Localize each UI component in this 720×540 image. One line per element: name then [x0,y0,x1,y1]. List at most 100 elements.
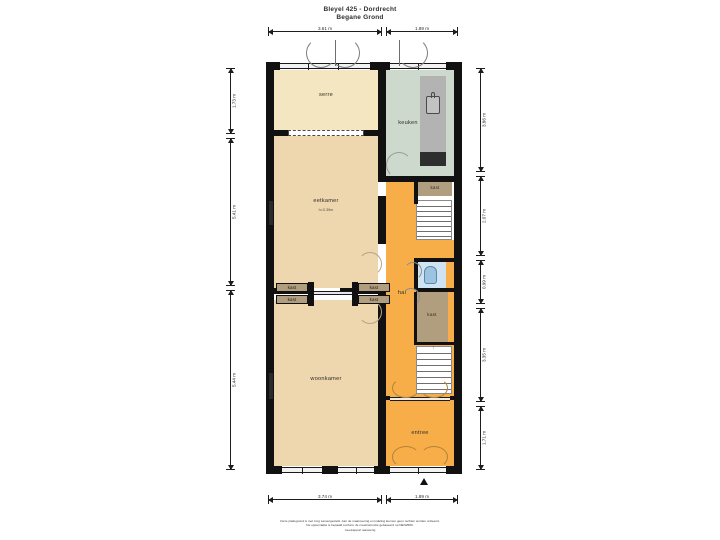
door-swing-serre-right [330,38,360,68]
room-serre-label: serre [319,92,333,98]
dimension-bottom-1: 3.74 m [268,494,382,505]
closet-right-upper-label: kast [369,285,379,290]
wall-exterior-top-right [446,62,462,70]
title-floor: Begane Grond [336,14,384,21]
room-entree-label: entree [411,430,429,436]
door-swing-closet-hal [402,288,420,306]
dimension-top-1-label: 3.61 m [315,26,335,31]
toilet-fixture-icon [424,266,437,284]
closet-right-lower: kast [358,295,390,304]
door-leaf-serre [335,40,337,66]
footer-line-3: meetrapport aanwezig [344,527,376,532]
dimension-right-1-label: 3.86 m [481,110,487,130]
door-swing-eetkamer-hall [358,252,382,276]
closet-keuken: kast [418,182,452,196]
ensuite-sliding-doors [314,291,352,295]
dimension-right-5: 1.71 m [476,406,487,470]
wall-exterior-top-left [266,62,280,70]
wall-entree-right-stub [450,396,454,400]
door-swing-entree-front-right [420,446,448,468]
room-eetkamer-label: eetkamer [313,198,339,204]
dimension-right-2: 2.07 m [476,176,487,256]
door-swing-keuken [398,38,428,68]
door-swing-woonkamer-hall [358,300,382,324]
wall-entree-left-stub [386,396,390,400]
faucet-icon [431,92,435,98]
wall-closet-hal-bottom [414,342,454,345]
dimension-left-2: 5.41 m [226,138,237,286]
closet-left-upper-label: kast [287,285,297,290]
kitchen-appliance [420,152,446,166]
door-swing-entree-inner-left [392,378,420,398]
closet-keuken-label: kast [430,185,440,190]
page-title: Bleyel 425 - Dordrecht Begane Grond [0,6,720,22]
dimension-right-4: 3.35 m [476,308,487,402]
closet-hal: kast [416,292,448,344]
dimension-left-3-label: 5.44 m [231,370,237,390]
door-swing-serre-left [306,38,336,68]
room-serre: serre [274,70,378,132]
dimension-right-5-label: 1.71 m [481,428,487,448]
dimension-right-2-label: 2.07 m [481,206,487,226]
closet-right-upper: kast [358,283,390,292]
closet-right-lower-label: kast [369,297,379,302]
room-eetkamer-height: h=3.39m [318,208,334,212]
wall-exterior-right [454,62,462,474]
kitchen-counter [420,76,446,152]
closet-left-upper: kast [276,283,308,292]
stair-direction-arrow: ↑ [432,345,435,351]
room-woonkamer-label: woonkamer [310,376,342,382]
window-woonkamer-bottom-left [282,467,322,474]
wall-ensuite-pillar-left [308,282,314,306]
closet-hal-label: kast [427,312,437,317]
sink-icon [426,96,440,114]
footer-line-2: De oppervlakte is bepaald conform de mee… [306,523,414,528]
room-woonkamer: woonkamer [274,300,378,466]
wall-exterior-bottom-right [446,466,462,474]
dimension-right-1: 3.86 m [476,68,487,172]
wall-keuken-bottom [386,176,454,182]
door-swing-entree-front-left [392,446,420,468]
hall-passage [386,182,416,242]
door-swing-toilet [404,262,422,280]
wall-serre-right-stub [364,130,378,136]
door-swing-keuken-hall [386,152,412,178]
closet-left-lower-label: kast [287,297,297,302]
window-woonkamer-bottom-right [338,467,374,474]
dimension-right-4-label: 3.35 m [481,345,487,365]
dimension-left-1-label: 1.73 m [231,91,237,111]
window-entree-front [390,467,446,474]
door-leaf-keuken [399,40,401,66]
footer-line-1: Deze plattegrond is met zorg samengestel… [280,518,440,523]
dimension-top-2-label: 1.89 m [412,26,432,31]
title-address: Bleyel 425 - Dordrecht [323,6,397,13]
dimension-left-3: 5.44 m [226,290,237,470]
door-swing-entree-inner-right [420,378,448,398]
dimension-bottom-2-label: 1.89 m [412,494,432,499]
dimension-top-1: 3.61 m [268,26,382,37]
dimension-bottom-2: 1.89 m [386,494,458,505]
wall-spine-lower [378,288,386,474]
wall-closet-keuken-side [414,182,418,204]
footer-disclaimer: Deze plattegrond is met zorg samengestel… [0,519,720,532]
wall-toilet-bottom [416,288,454,292]
wall-toilet-top [416,258,454,262]
wall-serre-left-stub [274,130,288,136]
north-arrow-icon [420,478,428,485]
wall-closet-hal-left [414,292,417,344]
wall-exterior-bottom-left [266,466,282,474]
radiator-eetkamer [268,200,274,226]
dimension-top-2: 1.89 m [386,26,458,37]
entree-inner-door-band [390,397,450,401]
wall-exterior-left [266,62,274,474]
wall-ensuite-pillar-right [352,282,358,306]
dimension-left-1: 1.73 m [226,68,237,134]
dimension-left-2-label: 5.41 m [231,202,237,222]
wall-exterior-bottom-mid [322,466,338,474]
partition-serre-eetkamer [288,130,364,136]
dimension-right-3-label: 0.99 m [481,272,487,292]
closet-left-lower: kast [276,295,308,304]
dimension-right-3: 0.99 m [476,260,487,304]
wall-spine-mid [378,196,386,244]
